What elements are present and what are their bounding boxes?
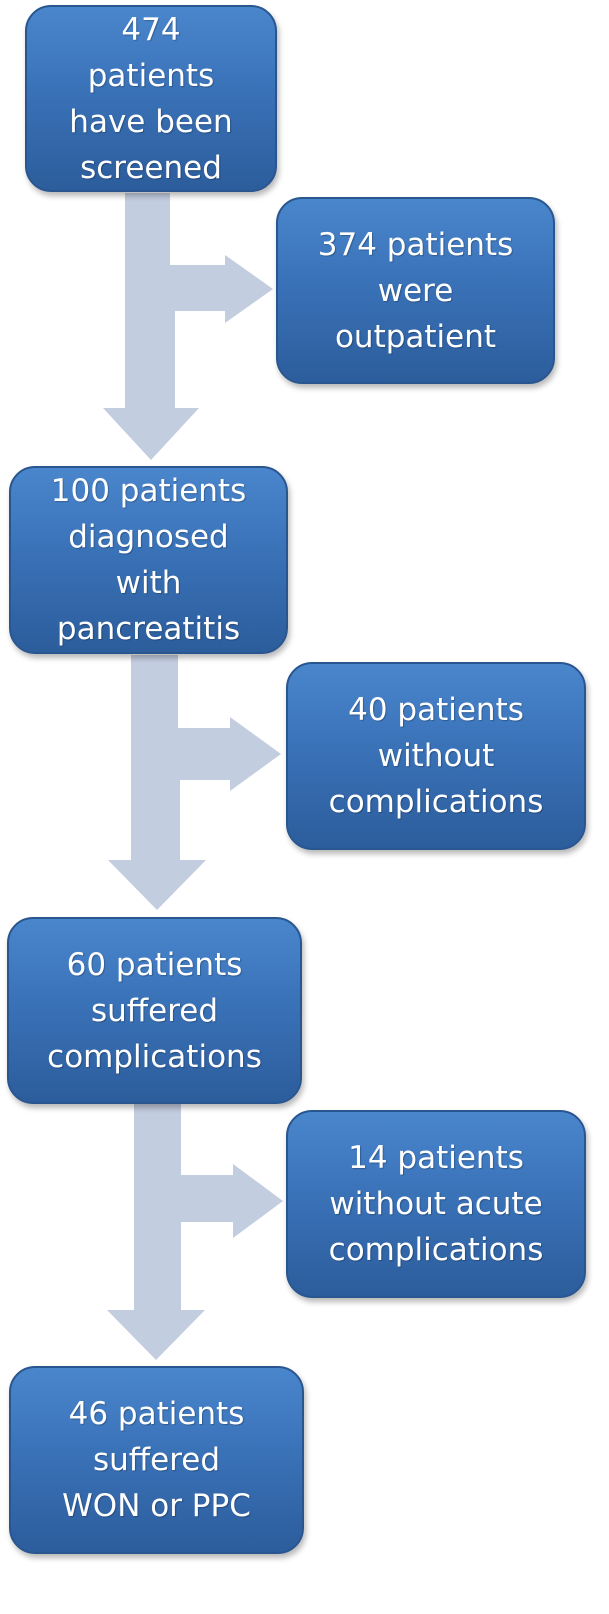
flow-arrow-1	[103, 193, 273, 460]
step-label-diagnosed: 100 patients diagnosed with pancreatitis	[50, 473, 247, 647]
exclusion-label-no-acute: 14 patients without acute complications	[328, 1140, 544, 1268]
exclusion-label-no-complications: 40 patients without complications	[328, 692, 544, 820]
exclusion-box-outpatient: 374 patients were outpatient	[276, 197, 555, 384]
flow-arrow-3	[107, 1104, 283, 1360]
step-label-complications: 60 patients suffered complications	[47, 946, 262, 1075]
step-box-diagnosed: 100 patients diagnosed with pancreatitis	[9, 466, 288, 654]
flow-arrow-2	[108, 655, 281, 910]
exclusion-box-no-complications: 40 patients without complications	[286, 662, 586, 850]
exclusion-label-outpatient: 374 patients were outpatient	[317, 226, 514, 355]
step-box-screened: 474 patients have been screened	[25, 5, 277, 192]
step-label-won-ppc: 46 patients suffered WON or PPC	[62, 1396, 251, 1524]
step-box-complications: 60 patients suffered complications	[7, 917, 302, 1104]
exclusion-box-no-acute: 14 patients without acute complications	[286, 1110, 586, 1298]
step-box-won-ppc: 46 patients suffered WON or PPC	[9, 1366, 304, 1554]
step-label-screened: 474 patients have been screened	[69, 11, 233, 186]
